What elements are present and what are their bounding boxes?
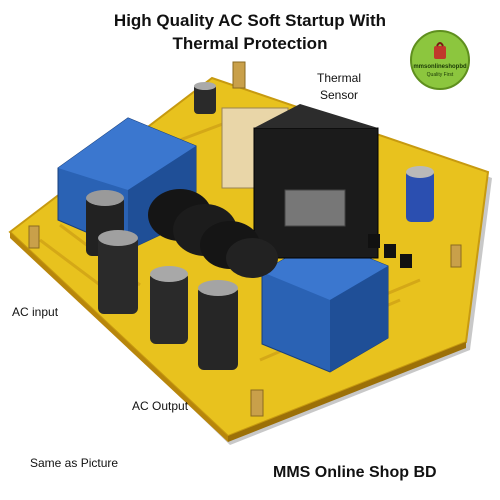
- shop-bag-icon: [434, 42, 446, 59]
- transistor: [368, 234, 412, 268]
- same-as-picture-label: Same as Picture: [30, 456, 119, 470]
- shop-name-label: MMS Online Shop BD: [273, 464, 437, 481]
- transformer: [221, 104, 379, 259]
- title-line-2: Thermal Protection: [172, 34, 328, 53]
- shop-logo-badge: mmsonlineshopbd Quality First: [410, 30, 470, 90]
- badge-name: mmsonlineshopbd: [413, 64, 467, 70]
- badge-tagline: Quality First: [426, 72, 454, 78]
- standoff: [28, 61, 462, 417]
- thermal-label-line-1: Thermal: [317, 71, 362, 85]
- title-line-1: High Quality AC Soft Startup With: [113, 11, 387, 30]
- ac-output-label: AC Output: [132, 399, 189, 413]
- ac-input-label: AC input: [12, 305, 59, 319]
- inductor: [148, 189, 278, 278]
- capacitor: [86, 82, 434, 370]
- pcb-edge: [10, 232, 228, 442]
- thermal-label-line-2: Sensor: [319, 88, 359, 102]
- thermal-sensor-label: Thermal Sensor: [317, 70, 361, 104]
